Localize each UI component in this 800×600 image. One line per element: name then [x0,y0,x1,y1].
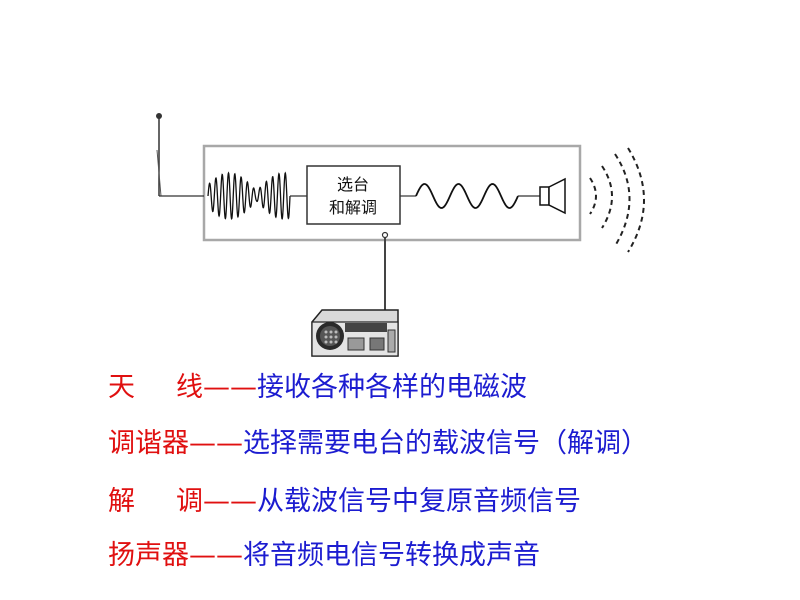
term-description: 接收各种各样的电磁波 [257,372,527,403]
term-char: 天 [108,372,135,403]
term-description: 将音频电信号转换成声音 [243,540,540,571]
box-label-line2: 和解调 [329,198,377,217]
tuner-demodulator-box: 选台 和解调 [306,165,401,225]
audio-wave [415,183,519,209]
speaker-icon [518,177,566,215]
sound-wave-icon [589,147,645,253]
term-tuner: 调谐器 [108,428,189,459]
term-dash: —— [203,486,257,517]
receiver-frame [202,144,582,242]
term-char: 解 [108,486,135,517]
term-dash: —— [189,540,243,571]
term-antenna: 天线 [108,370,203,406]
modulated-carrier-wave [207,171,291,220]
term-char: 线 [176,372,203,403]
radio-icon [311,309,399,357]
radio-antenna-line [381,231,389,320]
term-description: 从载波信号中复原音频信号 [257,486,581,517]
antenna-icon [156,113,204,197]
radio-receiver-diagram: 选台 和解调 [156,113,645,357]
term-char: 调 [176,486,203,517]
legend-row-speaker: 扬声器——将音频电信号转换成声音 [108,538,540,574]
term-demodulation: 解调 [108,484,203,520]
term-dash: —— [203,372,257,403]
legend-row-antenna: 天线——接收各种各样的电磁波 [108,370,527,406]
term-speaker: 扬声器 [108,540,189,571]
box-label-line1: 选台 [337,175,369,194]
term-dash: —— [189,428,243,459]
term-description: 选择需要电台的载波信号（解调） [243,428,648,459]
legend-row-tuner: 调谐器——选择需要电台的载波信号（解调） [108,426,648,462]
legend-row-demodulation: 解调——从载波信号中复原音频信号 [108,484,581,520]
